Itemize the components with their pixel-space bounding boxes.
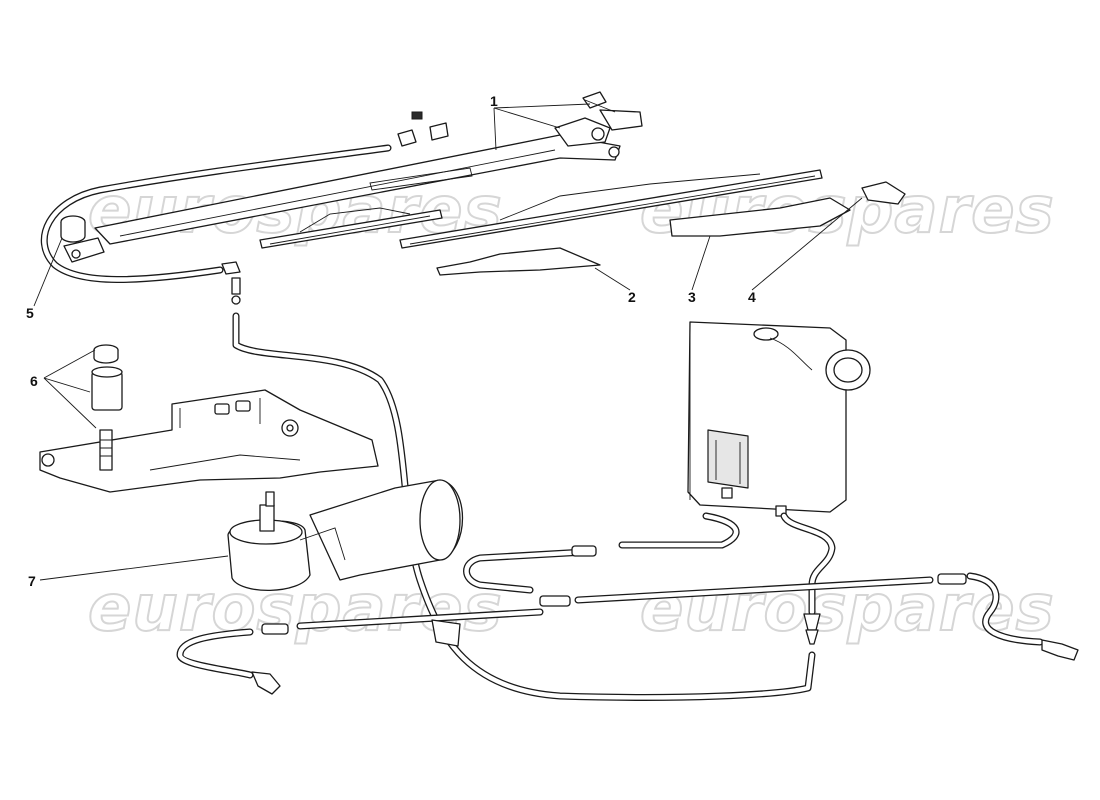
callout-3: 3 [688, 289, 696, 305]
spoiler-end-cap[interactable] [861, 181, 906, 205]
washer-hose-main [232, 312, 816, 701]
hose-connector-top [221, 261, 241, 305]
spindle-cap[interactable] [60, 215, 105, 263]
hose-fittings [251, 545, 1079, 695]
mounting-bracket[interactable] [39, 389, 379, 493]
callout-6: 6 [30, 373, 38, 389]
washer-hose-upper [40, 144, 392, 283]
wiper-motor[interactable] [227, 479, 464, 592]
blade-spoiler-small[interactable] [436, 247, 601, 276]
hose-connector [571, 545, 597, 557]
callout-4: 4 [748, 289, 756, 305]
leader-line-7 [39, 555, 229, 581]
washer-nozzle-left [251, 671, 281, 695]
wiper-blade-left[interactable] [259, 207, 443, 249]
callout-7: 7 [28, 573, 36, 589]
hose-connector [937, 573, 967, 585]
hose-connector [261, 623, 289, 635]
hose-tee-connector [539, 595, 571, 607]
callout-2: 2 [628, 289, 636, 305]
spindle-bush-set[interactable] [91, 344, 123, 411]
washer-reservoir[interactable] [687, 321, 871, 517]
blade-spoiler-large[interactable] [669, 197, 851, 237]
leader-lines-top [33, 103, 863, 307]
callout-5: 5 [26, 305, 34, 321]
washer-hose-lower [176, 512, 1044, 679]
washer-nozzle-right [1041, 639, 1079, 661]
callout-labels: 1 2 3 4 5 6 7 [26, 93, 756, 589]
wiper-blade-right[interactable] [399, 169, 823, 249]
leader-lines-6 [43, 349, 97, 429]
callout-1: 1 [490, 93, 498, 109]
electrical-connector [431, 619, 461, 647]
